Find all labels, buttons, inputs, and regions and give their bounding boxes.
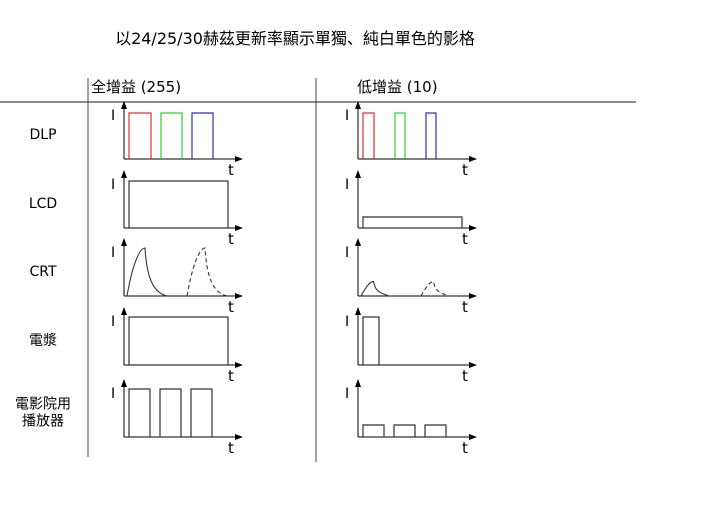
column-header-full-gain: 全增益 (255) <box>91 78 181 96</box>
pulse <box>362 112 375 159</box>
next-frame-decay-curve <box>420 281 450 297</box>
x-axis-label: t <box>228 439 234 457</box>
pulse <box>362 216 463 228</box>
row-label-dlp: DLP <box>29 127 56 143</box>
row-label-cinema: 播放器 <box>22 414 64 430</box>
x-axis-label: t <box>462 367 468 385</box>
x-axis-arrow-icon <box>235 434 243 440</box>
pulse <box>160 112 183 159</box>
pulse <box>128 112 152 159</box>
y-axis-label: I <box>111 177 115 193</box>
panel-crt-full-gain: It <box>111 238 243 316</box>
pulse <box>159 388 182 437</box>
pulse <box>425 112 437 159</box>
pulse <box>191 112 214 159</box>
pulse <box>424 424 447 437</box>
y-axis-label: I <box>111 108 115 124</box>
x-axis-label: t <box>462 439 468 457</box>
x-axis-label: t <box>462 161 468 179</box>
panel-plasma-low-gain: It <box>345 307 477 385</box>
y-axis-arrow-icon <box>355 170 361 178</box>
y-axis-arrow-icon <box>355 379 361 387</box>
x-axis-arrow-icon <box>235 293 243 299</box>
panel-plasma-full-gain: It <box>111 307 243 385</box>
y-axis-arrow-icon <box>121 238 127 246</box>
y-axis-arrow-icon <box>355 307 361 315</box>
row-label-plasma: 電漿 <box>29 333 57 349</box>
x-axis-label: t <box>228 298 234 316</box>
x-axis-arrow-icon <box>235 225 243 231</box>
x-axis-arrow-icon <box>235 156 243 162</box>
x-axis-arrow-icon <box>469 434 477 440</box>
y-axis-label: I <box>345 386 349 402</box>
panel-lcd-low-gain: It <box>345 170 477 248</box>
next-frame-decay-curve <box>186 247 228 297</box>
y-axis-arrow-icon <box>355 238 361 246</box>
y-axis-arrow-icon <box>121 307 127 315</box>
y-axis-label: I <box>345 108 349 124</box>
y-axis-arrow-icon <box>121 101 127 109</box>
y-axis-label: I <box>111 314 115 330</box>
phosphor-decay-curve <box>360 281 390 297</box>
pulse <box>393 424 416 437</box>
pulse <box>362 316 380 365</box>
row-label-crt: CRT <box>29 264 56 280</box>
x-axis-label: t <box>462 298 468 316</box>
panel-dlp-low-gain: It <box>345 101 477 179</box>
pulse <box>394 112 406 159</box>
panel-cinema-low-gain: It <box>345 379 477 457</box>
panel-dlp-full-gain: It <box>111 101 243 179</box>
y-axis-arrow-icon <box>121 379 127 387</box>
x-axis-label: t <box>228 161 234 179</box>
x-axis-arrow-icon <box>469 362 477 368</box>
row-label-lcd: LCD <box>29 196 57 212</box>
x-axis-arrow-icon <box>469 156 477 162</box>
diagram-title: 以24/25/30赫茲更新率顯示單獨、純白單色的影格 <box>115 29 475 48</box>
panel-crt-low-gain: It <box>345 238 477 316</box>
pulse <box>128 388 151 437</box>
x-axis-label: t <box>462 230 468 248</box>
column-header-low-gain: 低增益 (10) <box>357 78 438 96</box>
y-axis-label: I <box>345 314 349 330</box>
row-label-cinema: 電影院用 <box>15 397 71 413</box>
panel-lcd-full-gain: It <box>111 170 243 248</box>
x-axis-arrow-icon <box>235 362 243 368</box>
y-axis-label: I <box>111 386 115 402</box>
pulse <box>362 424 385 437</box>
panel-cinema-full-gain: It <box>111 379 243 457</box>
pulse <box>128 180 229 228</box>
pulse <box>128 316 229 365</box>
x-axis-label: t <box>228 230 234 248</box>
y-axis-label: I <box>345 177 349 193</box>
y-axis-label: I <box>345 245 349 261</box>
y-axis-arrow-icon <box>355 101 361 109</box>
x-axis-label: t <box>228 367 234 385</box>
x-axis-arrow-icon <box>469 225 477 231</box>
x-axis-arrow-icon <box>469 293 477 299</box>
phosphor-decay-curve <box>126 247 168 297</box>
y-axis-arrow-icon <box>121 170 127 178</box>
y-axis-label: I <box>111 245 115 261</box>
pulse <box>190 388 213 437</box>
